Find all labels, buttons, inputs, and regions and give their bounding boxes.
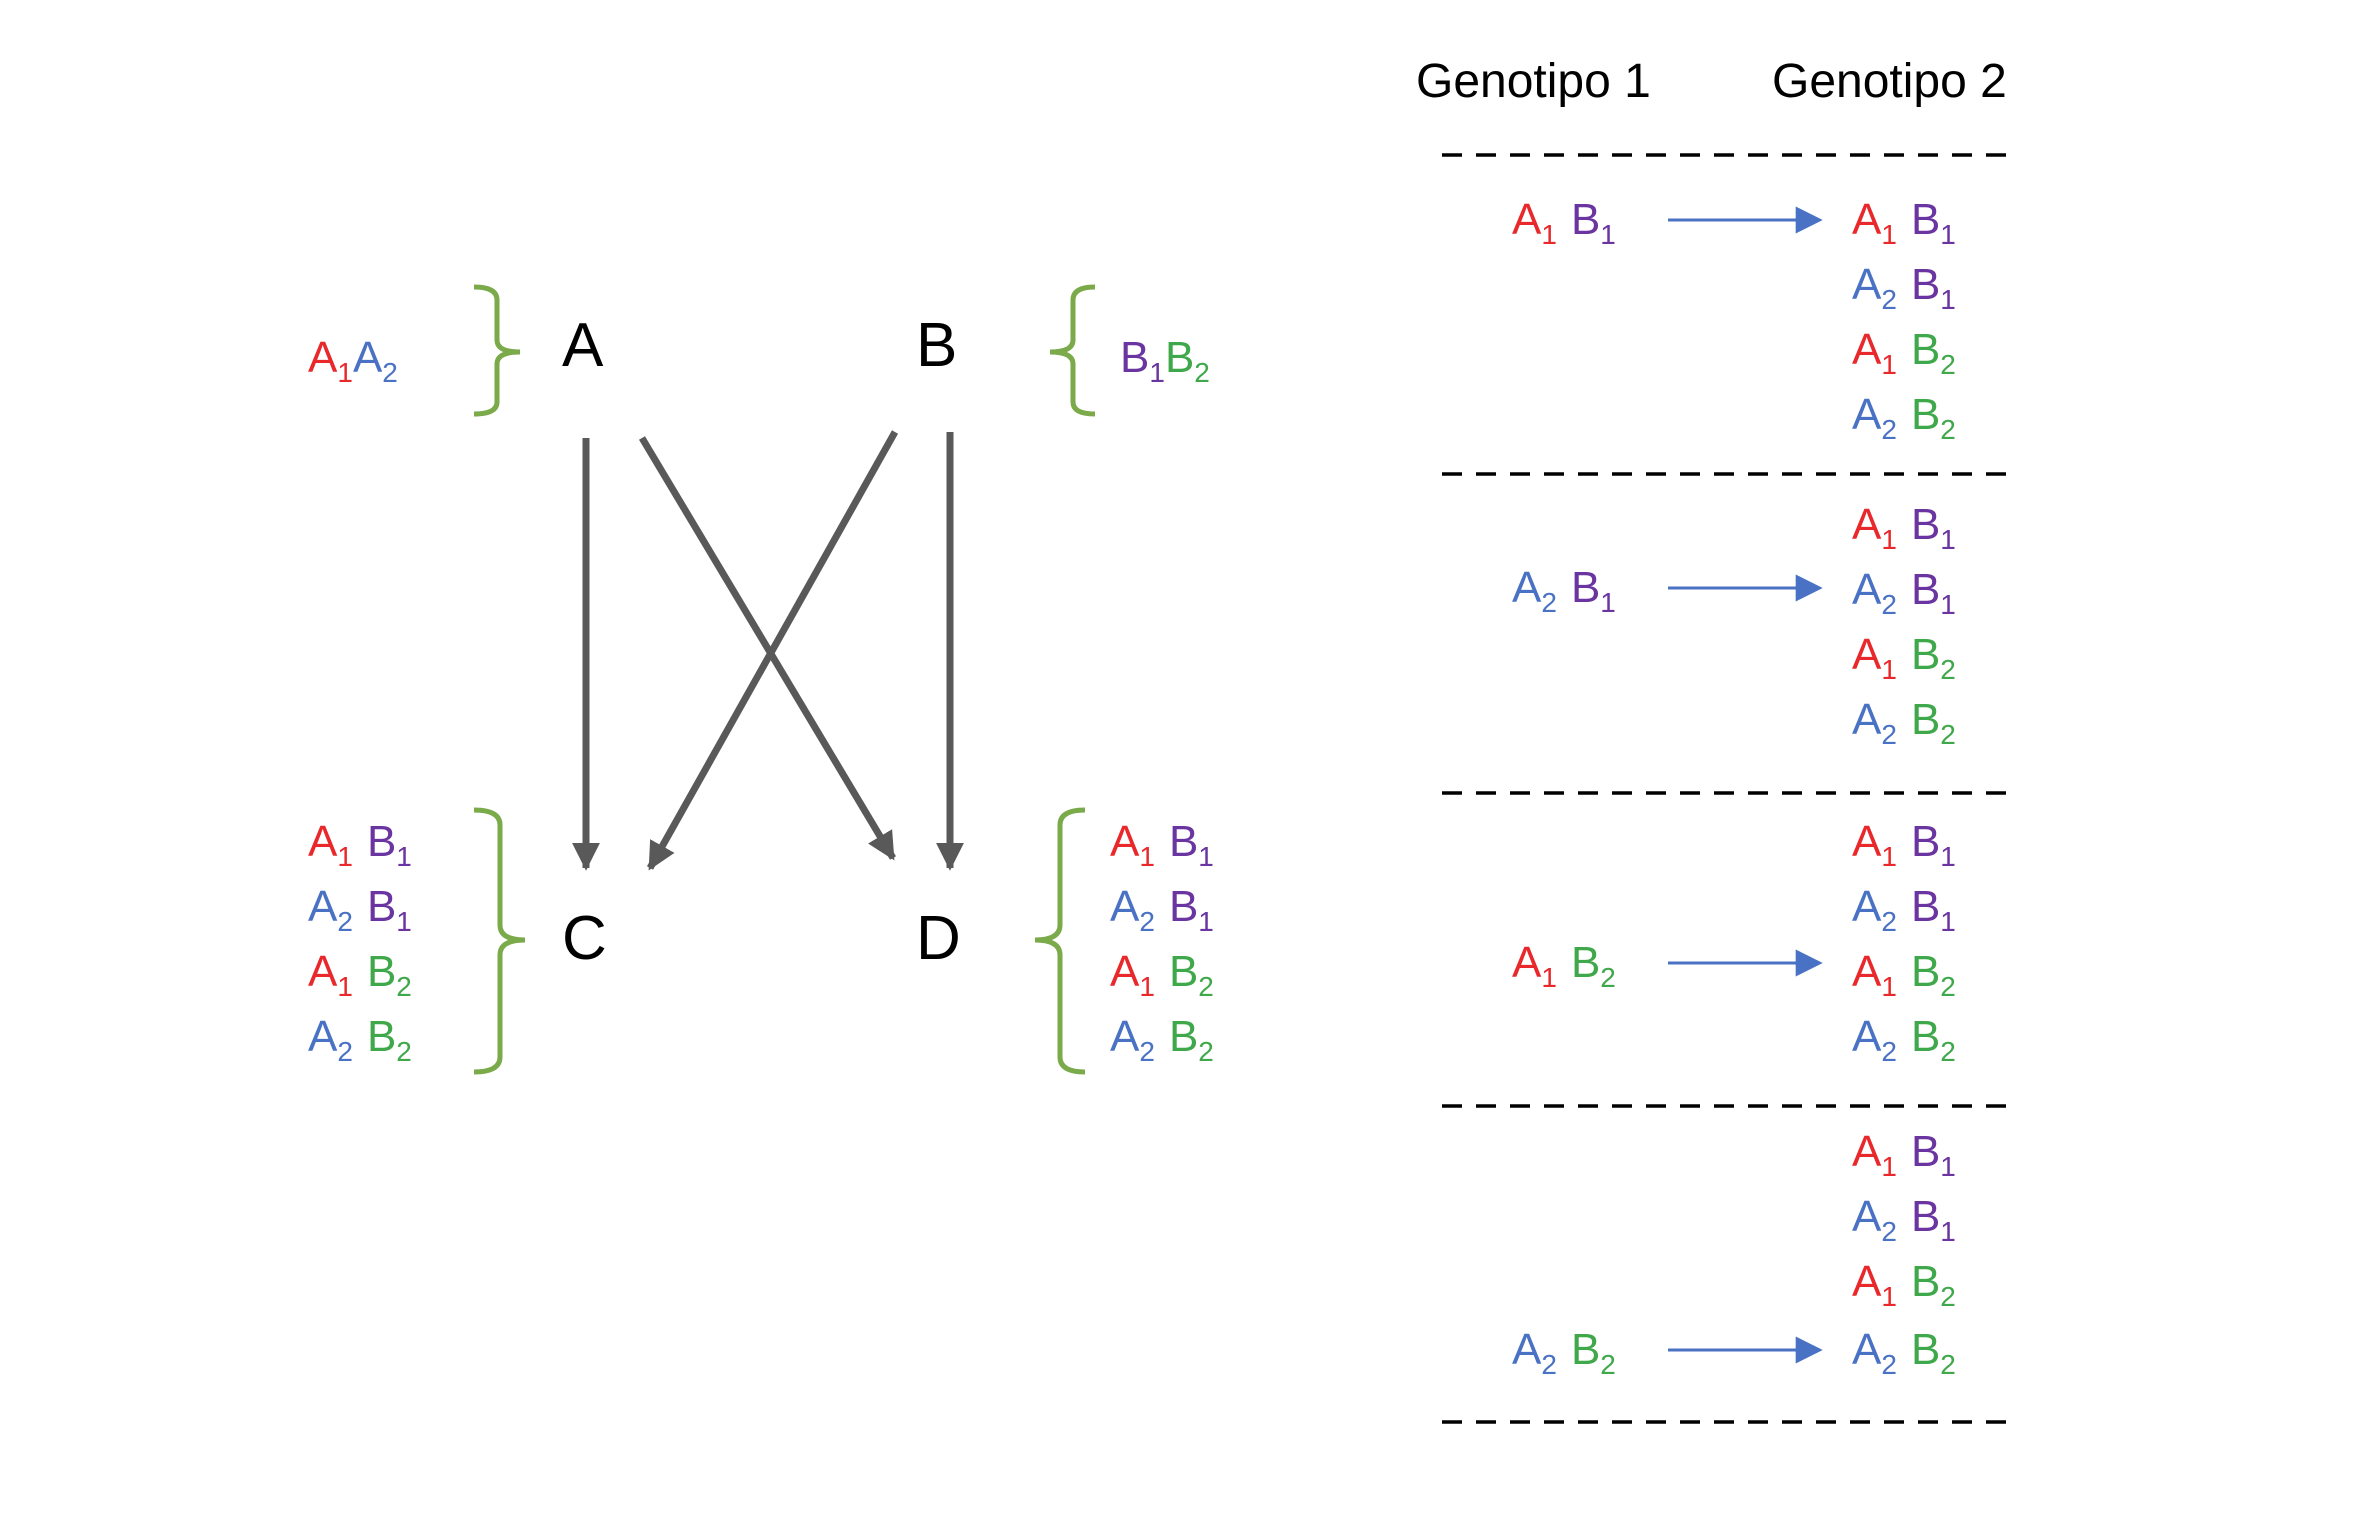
bracket-a [473, 284, 521, 417]
node-a: A [562, 311, 604, 380]
node-b: B [916, 311, 958, 380]
node-b-alleles: B1B2 [1120, 336, 1210, 387]
header-genotipo-2: Genotipo 2 [1772, 55, 2007, 108]
arrow-a-to-d [638, 436, 897, 861]
header-genotipo-1: Genotipo 1 [1416, 55, 1651, 108]
node-c: C [562, 904, 607, 973]
allele-a2: A2 [352, 333, 398, 388]
bracket-c [473, 807, 526, 1075]
allele-b2: B2 [1164, 333, 1210, 388]
allele-b1: B1 [1120, 333, 1165, 388]
allele-a1: A1 [308, 333, 353, 388]
bracket-b [1049, 284, 1096, 417]
node-a-alleles: A1A2 [308, 336, 398, 387]
arrow-b-to-c [646, 430, 899, 871]
bracket-d [1034, 807, 1086, 1075]
node-d: D [916, 904, 961, 973]
